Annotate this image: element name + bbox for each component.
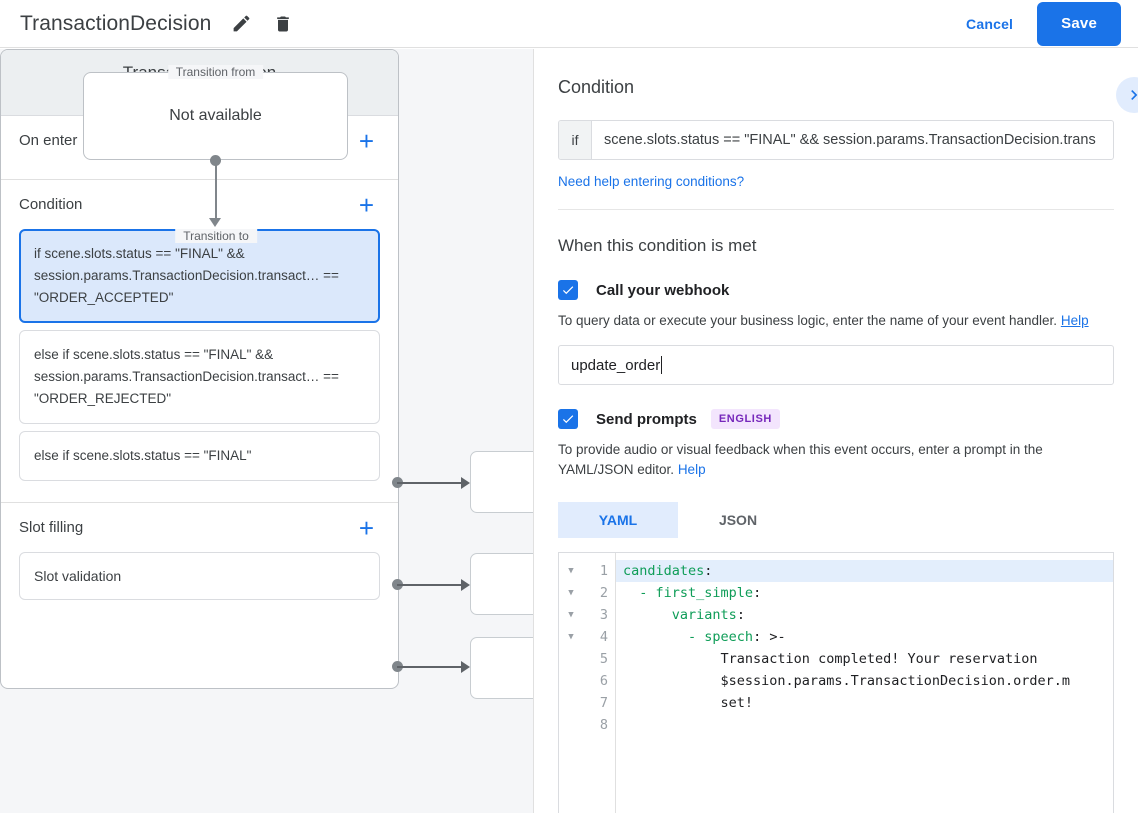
line-number: 5 [599,651,608,667]
code-line: set! [623,695,754,711]
text-caret [661,356,663,374]
transition-from-node[interactable]: Transition from Not available [83,65,348,160]
pencil-icon[interactable] [229,12,253,36]
code-line: Transaction completed! Your reservation [623,651,1038,667]
code-line: candidates: [616,560,1113,582]
edge-arrowhead-2 [461,579,470,591]
call-webhook-description: To query data or execute your business l… [558,311,1114,331]
send-prompts-row: Send prompts ENGLISH [558,409,1114,429]
line-number: 7 [599,695,608,711]
code-line: variants: [671,607,745,623]
when-condition-met-block: When this condition is met Call your web… [534,210,1138,813]
scene-graph-canvas: Transition from Not available Transition… [0,49,534,813]
condition-block: Condition if scene.slots.status == "FINA… [534,49,1138,210]
section-divider [558,209,1114,210]
app-bar-actions: Cancel Save [952,1,1138,46]
details-panel: Condition if scene.slots.status == "FINA… [533,49,1138,813]
condition-item-1[interactable]: else if scene.slots.status == "FINAL" &&… [19,330,380,424]
transition-to-legend: Transition to [175,229,257,243]
line-number: 1 [599,563,608,579]
save-button[interactable]: Save [1037,1,1121,46]
target-node-rejected[interactable] [470,553,534,615]
fold-toggle-icon[interactable]: ▼ [568,566,574,576]
send-prompts-checkbox[interactable] [558,409,578,429]
code-line: $session.params.TransactionDecision.orde… [623,673,1071,689]
yaml-code-editor[interactable]: ▼ ▼ ▼ ▼ 1 2 3 4 5 6 7 8 candidates: - first_simple… [558,552,1114,813]
fold-toggle-icon[interactable]: ▼ [568,632,574,642]
send-prompts-description-text: To provide audio or visual feedback when… [558,442,1043,477]
edge-arrowhead-1 [461,477,470,489]
section-on-enter: On enter + [1,116,398,180]
prompts-help-link[interactable]: Help [677,462,706,477]
fold-toggle-icon [559,648,583,670]
condition-item-2[interactable]: else if scene.slots.status == "FINAL" [19,431,380,481]
fold-toggle-icon [559,714,583,736]
condition-heading: Condition [558,77,635,97]
add-slot-filling-icon[interactable]: + [358,512,374,543]
line-number: 4 [599,629,608,645]
edge-arrowhead-3 [461,661,470,673]
call-webhook-label: Call your webhook [596,281,730,299]
transition-from-value: Not available [169,107,262,124]
line-number: 8 [599,717,608,733]
target-node-accepted[interactable] [470,451,534,513]
send-prompts-description: To provide audio or visual feedback when… [558,440,1114,480]
edge-line-1 [397,482,465,484]
webhook-handler-input[interactable]: update_order [558,345,1114,385]
condition-input-row[interactable]: if scene.slots.status == "FINAL" && sess… [558,120,1114,160]
condition-expression-input[interactable]: scene.slots.status == "FINAL" && session… [604,132,1096,148]
section-condition: Condition + if scene.slots.status == "FI… [1,180,398,503]
line-number: 3 [599,607,608,623]
when-condition-met-heading: When this condition is met [558,236,757,255]
edge-line-2 [397,584,465,586]
call-webhook-row: Call your webhook [558,280,1114,300]
transition-from-legend: Transition from [167,65,264,79]
webhook-help-link[interactable]: Help [1060,313,1089,328]
chevron-right-icon[interactable] [1116,77,1138,113]
fold-toggle-icon[interactable]: ▼ [568,610,574,620]
language-badge: ENGLISH [710,409,780,429]
tab-yaml[interactable]: YAML [558,502,678,538]
app-bar: TransactionDecision Cancel Save [0,0,1138,48]
section-title-slot-filling: Slot filling [19,519,84,536]
section-slot-filling: Slot filling + Slot validation [1,503,398,614]
add-on-enter-icon[interactable]: + [358,125,374,156]
connector-arrowhead [209,218,221,227]
line-number: 6 [599,673,608,689]
add-condition-icon[interactable]: + [358,189,374,220]
editor-line-number-gutter: 1 2 3 4 5 6 7 8 [583,553,616,813]
connector-line [215,160,217,222]
fold-toggle-icon [559,670,583,692]
send-prompts-label: Send prompts [596,410,697,428]
cancel-button[interactable]: Cancel [952,7,1027,41]
slot-validation-item[interactable]: Slot validation [19,552,380,600]
code-line [616,714,1113,736]
line-number: 2 [599,585,608,601]
tab-json[interactable]: JSON [718,512,758,528]
trash-icon[interactable] [271,12,295,36]
section-title-condition: Condition [19,196,83,213]
if-prefix-label: if [559,121,592,159]
editor-code-area[interactable]: candidates: - first_simple: variants: - … [616,553,1113,813]
call-webhook-description-text: To query data or execute your business l… [558,313,1058,328]
code-line: - speech: >- [688,629,786,645]
need-help-conditions-link[interactable]: Need help entering conditions? [558,174,745,189]
edge-line-3 [397,666,465,668]
fold-toggle-icon[interactable]: ▼ [568,588,574,598]
code-line: - first_simple: [639,585,762,601]
target-node-final[interactable] [470,637,534,699]
page-title: TransactionDecision [20,11,212,35]
condition-item-0[interactable]: if scene.slots.status == "FINAL" && sess… [19,229,380,323]
webhook-handler-value: update_order [571,356,661,374]
editor-format-tabs: YAML JSON [558,502,1114,538]
section-title-on-enter: On enter [19,132,78,149]
call-webhook-checkbox[interactable] [558,280,578,300]
fold-toggle-icon [559,692,583,714]
editor-fold-column[interactable]: ▼ ▼ ▼ ▼ [559,553,583,813]
